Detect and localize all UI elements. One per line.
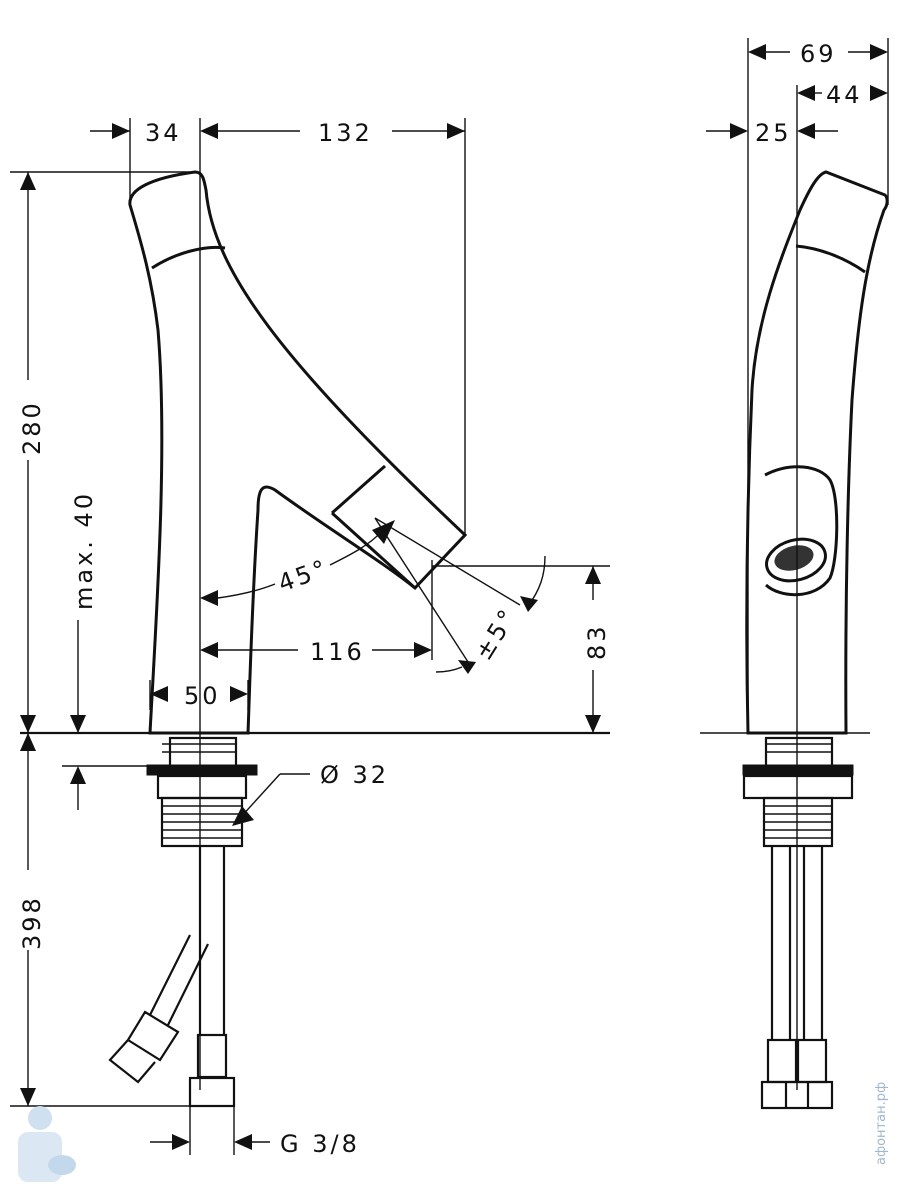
side-handle — [764, 465, 839, 597]
front-nut-right — [188, 1076, 236, 1108]
dim-max40: max. 40 — [70, 491, 98, 610]
dim-116: 116 — [310, 638, 365, 666]
side-washer — [742, 764, 854, 776]
dim-69: 69 — [800, 40, 837, 68]
dim-g38: G 3/8 — [280, 1130, 360, 1158]
side-nuts — [760, 1080, 834, 1110]
side-faucet-body — [745, 170, 889, 735]
side-view — [700, 85, 889, 1110]
front-hose-straight — [198, 846, 226, 1035]
dim-45deg: 45° — [274, 554, 332, 598]
dim-34: 34 — [145, 119, 182, 147]
dim-132: 132 — [318, 119, 373, 147]
dim-83: 83 — [583, 623, 611, 660]
dim-diam32: Ø 32 — [320, 761, 389, 789]
front-dimensions: 34 132 280 398 max. 40 45° — [10, 118, 611, 1158]
side-dimensions: 69 44 25 — [706, 38, 889, 733]
dim-44: 44 — [826, 81, 863, 109]
watermark-text: афонтан.рф — [874, 1082, 889, 1165]
side-lever-knob — [765, 537, 827, 583]
side-spout-band — [795, 244, 866, 274]
side-lever-knob-inner — [774, 545, 814, 571]
side-hoses — [770, 846, 824, 1040]
dim-25: 25 — [755, 119, 792, 147]
front-spout-band — [151, 245, 226, 270]
side-lock-nut — [742, 774, 854, 800]
side-connector-left — [766, 1038, 798, 1084]
watermark-logo — [18, 1106, 76, 1182]
side-thread-lines — [764, 743, 832, 839]
dim-50: 50 — [184, 682, 221, 710]
front-lock-nut — [156, 774, 248, 800]
front-thread-lines — [162, 743, 242, 839]
dim-5deg: ±5° — [469, 603, 523, 666]
front-outlet-band — [330, 464, 417, 590]
front-faucet-body — [128, 170, 468, 735]
front-washer — [146, 764, 258, 776]
front-connector-right — [196, 1033, 228, 1079]
dim-398: 398 — [18, 895, 46, 950]
front-view — [20, 118, 610, 1108]
front-connector-left — [108, 1010, 180, 1084]
front-hose-bent — [149, 934, 209, 1026]
side-connector-right — [796, 1038, 828, 1084]
dim-280: 280 — [18, 400, 46, 455]
